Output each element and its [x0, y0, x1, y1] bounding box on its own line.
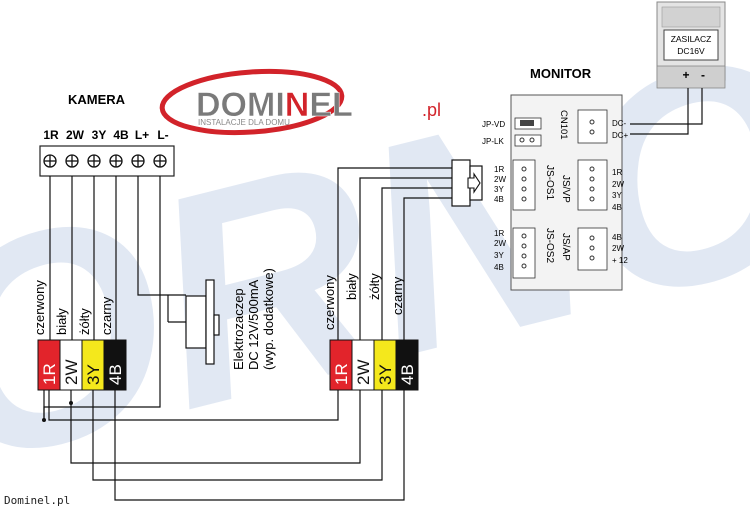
- svg-text:DC-: DC-: [612, 119, 627, 128]
- dominel-logo: DOMINEL .pl INSTALACJE DLA DOMU: [159, 68, 441, 136]
- svg-text:3Y: 3Y: [376, 364, 395, 385]
- lock-label-3: (wyp. dodatkowe): [261, 268, 276, 370]
- svg-text:2W: 2W: [612, 244, 624, 253]
- svg-text:czarny: czarny: [99, 296, 114, 335]
- svg-text:żółty: żółty: [367, 273, 382, 300]
- power-wires: [630, 88, 703, 135]
- camera-terminal-block: [39, 145, 175, 177]
- svg-text:2W: 2W: [494, 175, 506, 184]
- svg-text:czerwony: czerwony: [32, 280, 47, 335]
- monitor-title: MONITOR: [530, 66, 592, 81]
- svg-text:2W: 2W: [354, 360, 373, 386]
- svg-text:2W: 2W: [612, 180, 624, 189]
- svg-text:JP-VD: JP-VD: [482, 120, 505, 129]
- svg-text:JS-OS2: JS-OS2: [544, 228, 555, 263]
- camera-title: KAMERA: [68, 92, 126, 107]
- svg-text:2W: 2W: [62, 360, 81, 386]
- svg-text:czarny: czarny: [390, 276, 405, 315]
- monitor-wires: [337, 167, 452, 340]
- monitor: MONITOR JP-VD JP-LK CN101 DC- DC+ 1R 2W …: [482, 66, 629, 291]
- svg-text:3Y: 3Y: [84, 364, 103, 385]
- svg-text:4B: 4B: [113, 128, 129, 142]
- svg-text:4B: 4B: [398, 364, 417, 385]
- svg-text:1R: 1R: [494, 229, 504, 238]
- svg-text:2W: 2W: [494, 239, 506, 248]
- svg-text:3Y: 3Y: [494, 251, 504, 260]
- psu-label-2: DC16V: [677, 46, 705, 56]
- svg-text:DOMINEL: DOMINEL: [196, 86, 353, 124]
- left-connector: 1R 2W 3Y 4B: [37, 339, 127, 391]
- electric-lock: Elektrozaczep DC 12V/500mA (wyp. dodatko…: [168, 268, 276, 370]
- svg-text:3Y: 3Y: [612, 191, 622, 200]
- svg-text:biały: biały: [54, 308, 69, 335]
- right-connector: 1R 2W 3Y 4B: [329, 339, 419, 391]
- svg-text:JS/AP: JS/AP: [560, 233, 571, 261]
- cable-runs: [48, 390, 405, 501]
- svg-text:2W: 2W: [66, 128, 85, 142]
- svg-text:JS/VP: JS/VP: [560, 175, 571, 203]
- svg-text:3Y: 3Y: [92, 128, 107, 142]
- svg-text:3Y: 3Y: [494, 185, 504, 194]
- power-supply: ZASILACZ DC16V + -: [656, 1, 726, 89]
- svg-text:-: -: [701, 68, 705, 82]
- left-wire-labels: czerwony biały żółty czarny: [32, 280, 114, 335]
- svg-text:JS-OS1: JS-OS1: [544, 165, 555, 200]
- lock-label-1: Elektrozaczep: [231, 288, 246, 370]
- svg-text:L+: L+: [135, 128, 149, 142]
- right-wire-labels: czerwony biały żółty czarny: [322, 273, 405, 330]
- lock-label-2: DC 12V/500mA: [246, 279, 261, 370]
- svg-text:1R: 1R: [40, 363, 59, 385]
- footer-text: Dominel.pl: [4, 494, 70, 507]
- svg-text:4B: 4B: [612, 203, 622, 212]
- svg-text:1R: 1R: [612, 168, 622, 177]
- psu-label-1: ZASILACZ: [671, 34, 712, 44]
- svg-text:1R: 1R: [43, 128, 59, 142]
- svg-text:czerwony: czerwony: [322, 275, 337, 330]
- svg-text:DC+: DC+: [612, 131, 629, 140]
- svg-text:4B: 4B: [106, 364, 125, 385]
- svg-text:4B: 4B: [494, 195, 504, 204]
- svg-text:.pl: .pl: [422, 100, 441, 120]
- svg-text:biały: biały: [344, 273, 359, 300]
- svg-text:4B: 4B: [494, 263, 504, 272]
- svg-text:INSTALACJE DLA DOMU: INSTALACJE DLA DOMU: [198, 118, 290, 127]
- svg-text:+: +: [682, 68, 689, 82]
- svg-text:żółty: żółty: [77, 308, 92, 335]
- camera-screws: [43, 154, 167, 168]
- camera-terminal-labels: 1R 2W 3Y 4B L+ L-: [43, 128, 168, 142]
- camera: KAMERA 1R 2W 3Y 4B L+ L-: [39, 92, 175, 177]
- monitor-plug: [451, 159, 483, 207]
- svg-text:JP-LK: JP-LK: [482, 137, 504, 146]
- svg-text:L-: L-: [157, 128, 168, 142]
- svg-text:1R: 1R: [494, 165, 504, 174]
- svg-text:CN101: CN101: [558, 110, 569, 140]
- svg-text:1R: 1R: [332, 363, 351, 385]
- svg-text:4B: 4B: [612, 233, 622, 242]
- svg-text:+ 12: + 12: [612, 256, 628, 265]
